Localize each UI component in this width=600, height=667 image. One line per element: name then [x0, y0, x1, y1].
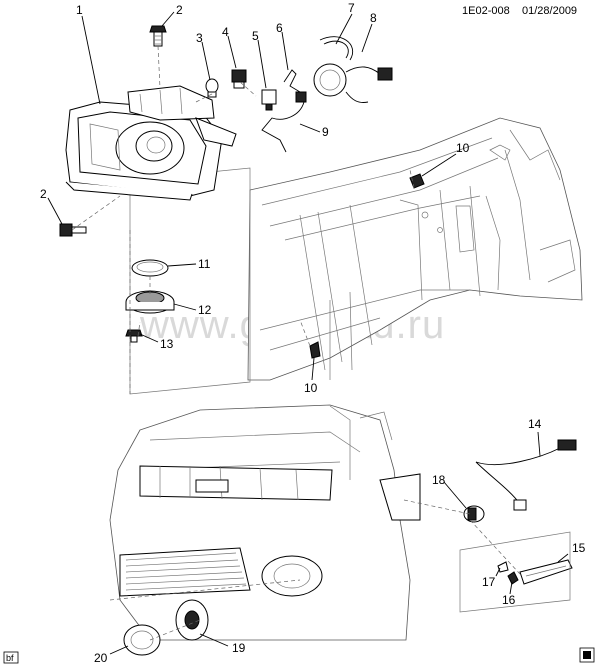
label-part-1: 1 — [76, 3, 83, 17]
side-marker-lamp — [519, 559, 573, 585]
part-number-labels: 1 2 3 4 5 6 7 8 9 10 10 2 11 12 13 14 15… — [40, 1, 586, 665]
bolt-left — [59, 223, 87, 237]
label-part-11: 11 — [198, 257, 211, 271]
corner-tag-box — [3, 651, 19, 664]
clip-lower — [309, 341, 321, 359]
headlamp-assembly — [65, 85, 237, 201]
bulb-socket — [231, 69, 247, 89]
label-part-9: 9 — [322, 125, 329, 139]
label-part-7: 7 — [348, 1, 355, 15]
hid-bulb — [261, 89, 277, 111]
label-part-14: 14 — [528, 417, 542, 431]
seal-ring — [131, 259, 169, 277]
diagram-code: 1E02-008 — [462, 5, 510, 17]
marker-clip — [507, 571, 519, 585]
diagram-date: 01/28/2009 — [522, 5, 577, 17]
mount-plate-outline — [129, 167, 251, 395]
label-part-3: 3 — [196, 31, 203, 45]
label-part-18: 18 — [432, 473, 446, 487]
label-part-10-upper: 10 — [456, 141, 470, 155]
retainer-clip — [283, 69, 301, 93]
label-part-16: 16 — [502, 593, 516, 607]
leader-lines — [47, 11, 569, 655]
gm-logo — [579, 647, 595, 663]
marker-harness — [475, 439, 577, 511]
label-part-6: 6 — [276, 21, 283, 35]
label-part-13: 13 — [160, 337, 174, 351]
label-part-8: 8 — [370, 11, 377, 25]
harness-seal — [319, 36, 354, 61]
bulb — [205, 78, 219, 98]
front-structure — [247, 117, 583, 381]
headlamp-harness — [295, 63, 393, 103]
bolt-top — [149, 25, 167, 47]
label-part-19: 19 — [232, 641, 246, 655]
label-part-4: 4 — [222, 25, 229, 39]
label-part-17: 17 — [482, 575, 496, 589]
fog-lamp — [123, 624, 161, 656]
fog-lamp-bracket — [125, 290, 175, 314]
wiring-pigtail — [261, 101, 305, 153]
label-part-10-lower: 10 — [304, 381, 318, 395]
marker-plate-outline — [459, 531, 571, 613]
marker-socket — [463, 505, 485, 523]
guide-lines-upper — [71, 45, 415, 394]
guide-lines-fog — [109, 579, 301, 641]
label-part-12: 12 — [198, 303, 212, 317]
corner-tag: bf — [6, 653, 14, 663]
guide-lines-marker — [403, 499, 521, 575]
fog-lamp-bezel — [175, 599, 209, 641]
label-part-2-left: 2 — [40, 187, 47, 201]
marker-nut — [497, 561, 509, 573]
label-part-20: 20 — [94, 651, 108, 665]
bumper-fascia — [109, 404, 421, 641]
label-part-5: 5 — [252, 29, 259, 43]
label-part-2-top: 2 — [176, 3, 183, 17]
label-part-15: 15 — [572, 541, 586, 555]
